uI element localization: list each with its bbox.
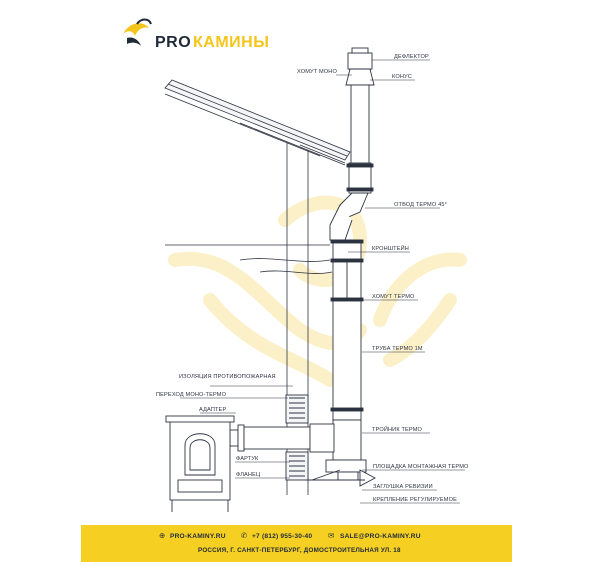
chimney-pipe bbox=[305, 47, 376, 487]
label-tee: ТРОЙНИК ТЕРМО bbox=[372, 427, 423, 433]
footer-phone[interactable]: +7 (812) 955-30-40 bbox=[252, 533, 313, 540]
contact-footer: ⊕ PRO-KAMINY.RU ✆ +7 (812) 955-30-40 ✉ S… bbox=[81, 525, 512, 562]
leader-lines bbox=[180, 59, 465, 504]
mail-icon: ✉ bbox=[328, 531, 335, 540]
label-insulation: ИЗОЛЯЦИЯ ПРОТИВОПОЖАРНАЯ bbox=[179, 374, 276, 380]
label-pipe: ТРУБА ТЕРМО 1М bbox=[372, 346, 423, 352]
label-deflector: ДЕФЛЕКТОР bbox=[394, 54, 429, 60]
label-transition: ПЕРЕХОД МОНО-ТЕРМО bbox=[156, 392, 227, 398]
footer-site[interactable]: PRO-KAMINY.RU bbox=[170, 533, 226, 540]
label-flange: ФЛАНЕЦ bbox=[236, 472, 261, 478]
roof bbox=[164, 79, 351, 166]
logo-emblem bbox=[123, 18, 152, 46]
label-bracket: КРОНШТЕЙН bbox=[372, 246, 409, 252]
brand-name-rest: КАМИНЫ bbox=[193, 34, 270, 51]
phone-icon: ✆ bbox=[241, 531, 248, 540]
label-clamp-thermo: ХОМУТ ТЕРМО bbox=[372, 294, 415, 300]
connector-pipe bbox=[229, 394, 335, 481]
brand-name-pro: PRO bbox=[155, 34, 192, 51]
label-mount: КРЕПЛЕНИЕ РЕГУЛИРУЕМОЕ bbox=[373, 497, 457, 503]
label-cone: КОНУС bbox=[392, 74, 412, 80]
label-clamp-mono: ХОМУТ МОНО bbox=[297, 69, 337, 75]
label-platform: ПЛОЩАДКА МОНТАЖНАЯ ТЕРМО bbox=[373, 464, 469, 470]
label-adapter: АДАПТЕР bbox=[199, 407, 227, 413]
label-apron: ФАРТУК bbox=[236, 456, 259, 462]
globe-icon: ⊕ bbox=[159, 531, 166, 540]
label-plug: ЗАГЛУШКА РЕВИЗИИ bbox=[373, 484, 433, 490]
footer-address: РОССИЯ, Г. САНКТ-ПЕТЕРБУРГ, ДОМОСТРОИТЕЛ… bbox=[198, 547, 401, 554]
footer-email[interactable]: SALE@PRO-KAMINY.RU bbox=[340, 533, 421, 540]
label-elbow: ОТВОД ТЕРМО 45° bbox=[394, 202, 447, 208]
watermark-logo bbox=[168, 195, 467, 387]
stove bbox=[165, 415, 235, 512]
